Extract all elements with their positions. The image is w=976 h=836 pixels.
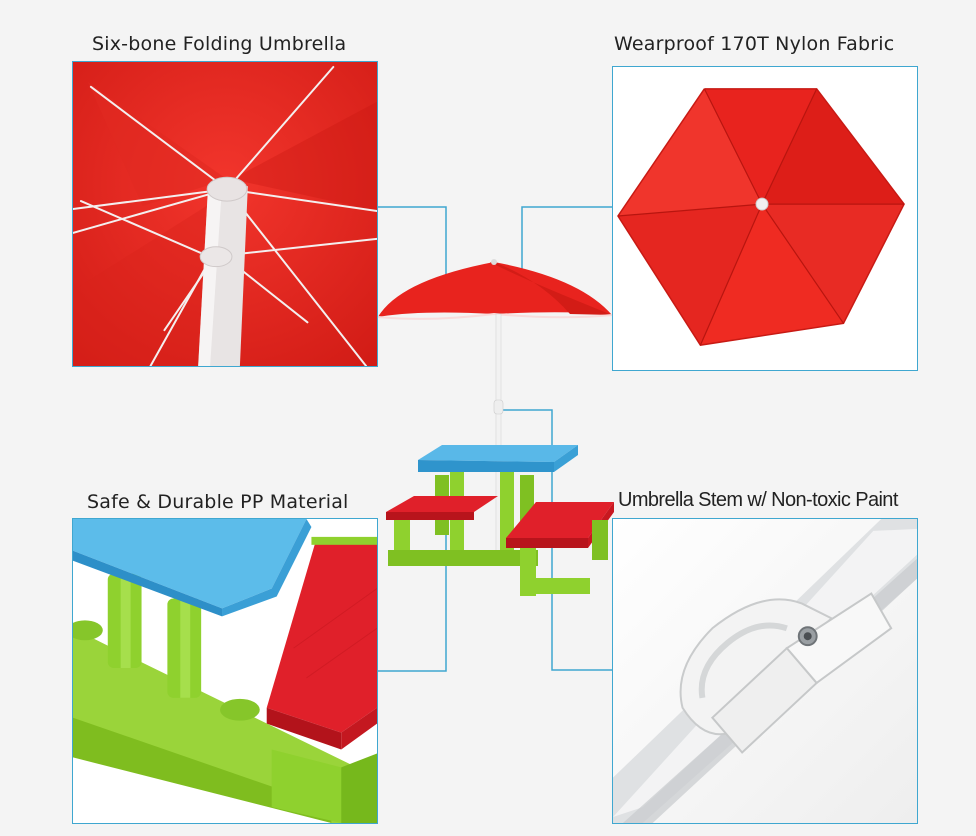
caption-umbrella-stem-non-toxic-paint: Umbrella Stem w/ Non-toxic Paint bbox=[618, 489, 898, 511]
umbrella-ribs-closeup-photo bbox=[72, 61, 378, 367]
caption-safe-durable-pp-material: Safe & Durable PP Material bbox=[87, 491, 349, 513]
caption-six-bone-folding-umbrella: Six-bone Folding Umbrella bbox=[92, 33, 347, 55]
caption-wearproof-nylon-fabric: Wearproof 170T Nylon Fabric bbox=[614, 33, 895, 55]
pp-material-table-closeup-photo bbox=[72, 518, 378, 824]
umbrella-canopy-top-view-photo bbox=[612, 66, 918, 371]
kids-picnic-table-with-umbrella-photo bbox=[377, 259, 614, 596]
umbrella-stem-closeup-photo bbox=[612, 518, 918, 824]
